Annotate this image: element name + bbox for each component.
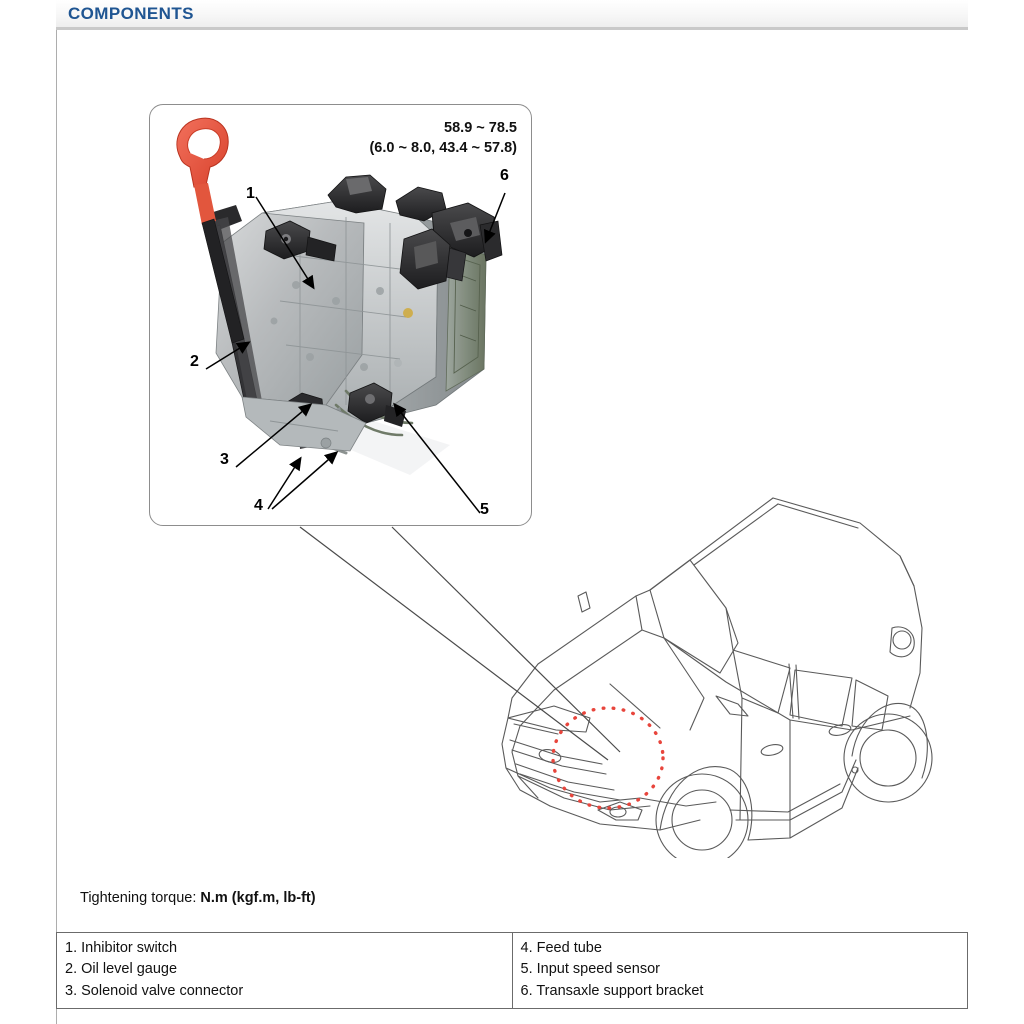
list-item: 2. Oil level gauge <box>65 961 178 978</box>
list-item: 6. Transaxle support bracket <box>520 982 704 999</box>
vehicle-illustration <box>501 497 933 858</box>
torque-note-label: Tightening torque: <box>80 890 201 906</box>
page-title: COMPONENTS <box>68 4 194 23</box>
list-item: 5. Input speed sensor <box>520 961 660 978</box>
tightening-torque-note: Tightening torque: N.m (kgf.m, lb-ft) <box>80 890 316 906</box>
dipstick <box>176 117 245 344</box>
transaxle-detail-callout: 58.9 ~ 78.5 (6.0 ~ 8.0, 43.4 ~ 57.8) <box>149 104 532 526</box>
torque-value-alt: (6.0 ~ 8.0, 43.4 ~ 57.8) <box>369 139 517 156</box>
torque-specification: 58.9 ~ 78.5 (6.0 ~ 8.0, 43.4 ~ 57.8) <box>369 119 517 158</box>
callout-number-4: 4 <box>254 497 263 514</box>
section-header-band: COMPONENTS <box>56 0 968 30</box>
callout-number-5: 5 <box>480 501 489 518</box>
legend-right-column: 4. Feed tube 5. Input speed sensor 6. Tr… <box>511 932 968 1009</box>
transaxle-location-marker <box>551 706 665 810</box>
callout-number-6: 6 <box>500 167 509 184</box>
list-item: 3. Solenoid valve connector <box>65 982 244 999</box>
torque-note-units: N.m (kgf.m, lb-ft) <box>200 890 316 906</box>
page-left-border <box>56 30 57 1024</box>
list-item: 1. Inhibitor switch <box>65 940 178 956</box>
table-row: 1. Inhibitor switch 2. Oil level gauge 3… <box>56 932 968 1009</box>
callout-number-1: 1 <box>246 185 255 202</box>
transaxle-photo <box>150 105 531 525</box>
component-legend-table: 1. Inhibitor switch 2. Oil level gauge 3… <box>56 932 968 1009</box>
legend-left-column: 1. Inhibitor switch 2. Oil level gauge 3… <box>56 932 513 1009</box>
list-item: 4. Feed tube <box>520 940 602 956</box>
torque-value-nm: 58.9 ~ 78.5 <box>444 120 517 136</box>
callout-number-2: 2 <box>190 353 199 370</box>
callout-number-3: 3 <box>220 451 229 468</box>
